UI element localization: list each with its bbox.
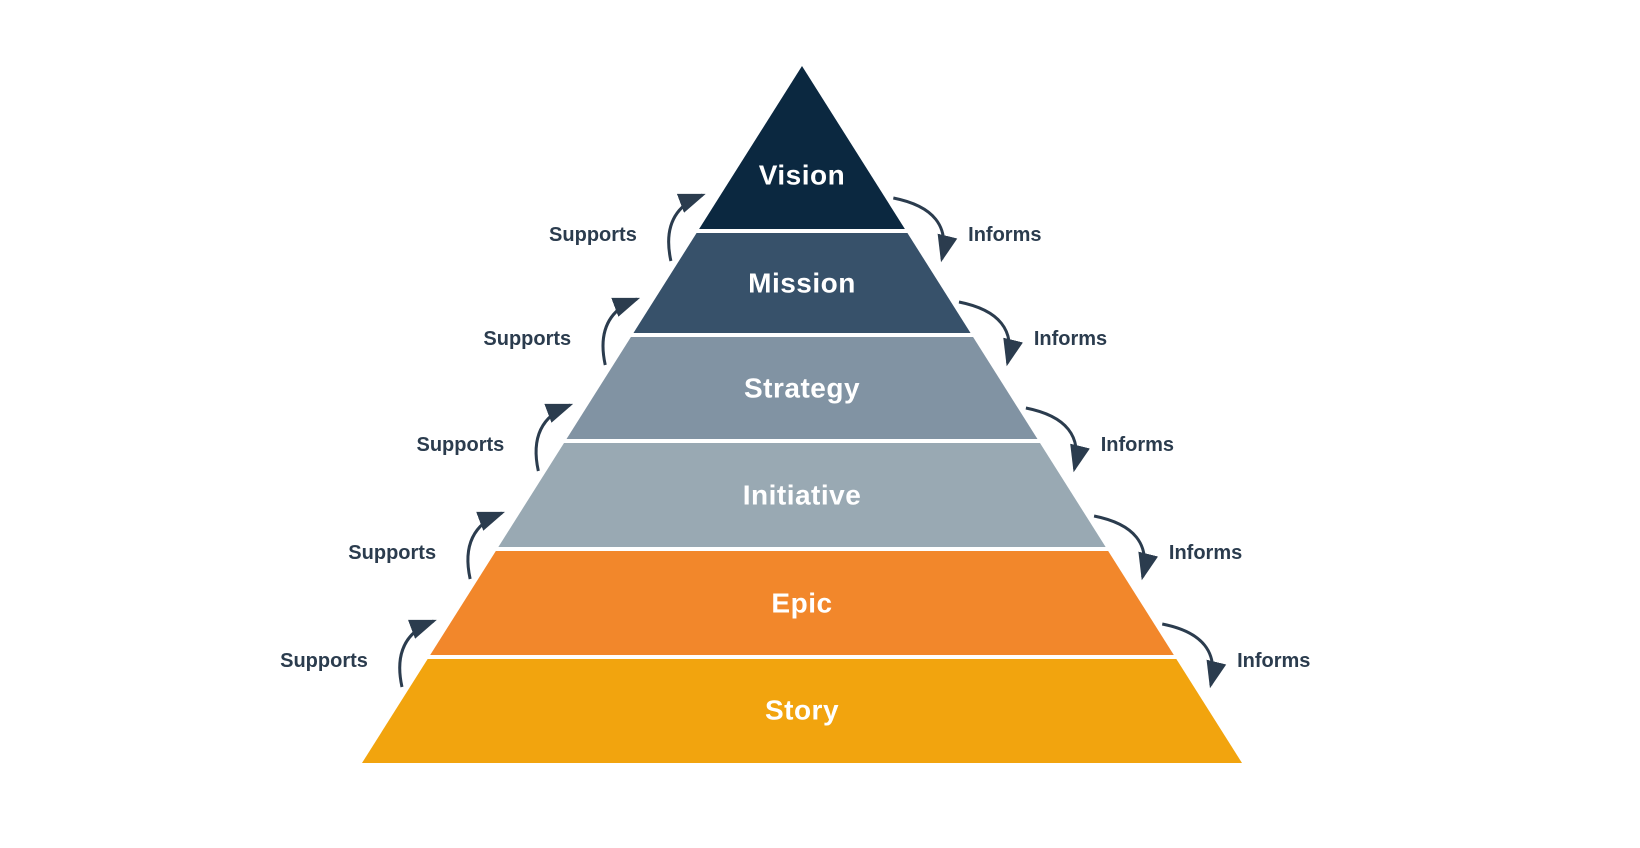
informs-label: Informs: [1101, 434, 1174, 456]
informs-arrow-icon: [893, 196, 958, 263]
level-label-initiative: Initiative: [743, 480, 862, 511]
supports-arrow-icon: [534, 403, 574, 472]
informs-arrow-icon: [1025, 406, 1090, 473]
pyramid-level-vision: [697, 66, 907, 231]
pyramid-level-strategy: [565, 335, 1039, 441]
level-label-strategy: Strategy: [744, 373, 860, 404]
supports-label: Supports: [348, 542, 436, 564]
supports-arrow-icon: [398, 619, 437, 688]
supports-arrow-icon: [466, 511, 505, 580]
level-label-story: Story: [765, 695, 839, 726]
level-label-mission: Mission: [748, 268, 856, 299]
pyramid-level-mission: [632, 231, 972, 335]
pyramid-level-story: [362, 657, 1242, 763]
supports-label: Supports: [280, 650, 368, 672]
supports-arrow-icon: [601, 297, 641, 366]
informs-label: Informs: [1237, 650, 1310, 672]
informs-arrow-icon: [1161, 622, 1227, 689]
supports-arrow-icon: [667, 193, 706, 262]
informs-label: Informs: [1169, 542, 1242, 564]
informs-arrow-icon: [958, 300, 1023, 367]
level-label-epic: Epic: [771, 588, 832, 619]
informs-label: Informs: [1034, 328, 1107, 350]
pyramid-level-initiative: [497, 441, 1107, 549]
pyramid-level-epic: [428, 549, 1176, 657]
supports-label: Supports: [483, 328, 571, 350]
supports-label: Supports: [416, 434, 504, 456]
informs-label: Informs: [968, 224, 1041, 246]
level-label-vision: Vision: [759, 160, 846, 191]
informs-arrow-icon: [1093, 514, 1159, 581]
supports-label: Supports: [549, 224, 637, 246]
